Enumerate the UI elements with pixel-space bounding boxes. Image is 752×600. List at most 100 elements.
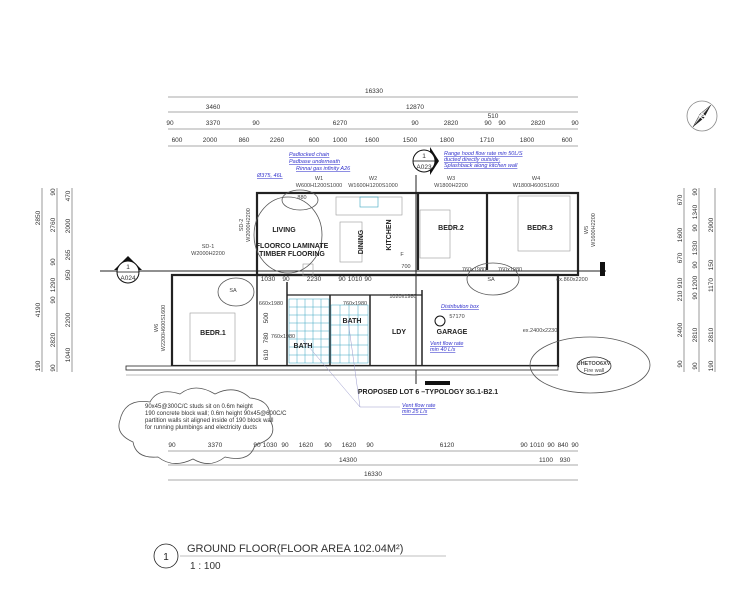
cloud-note-4: for running plumbings and electricity du… xyxy=(145,425,257,431)
room-ldy: LDY xyxy=(392,329,406,336)
door-bed2: 760x1980 xyxy=(462,267,486,273)
dimension-label: 90 xyxy=(50,364,57,372)
section-marker-a024: 1 A024 xyxy=(114,256,142,284)
dimension-label: 2810 xyxy=(692,327,699,342)
door-sd1-size: W2000H2200 xyxy=(191,251,225,257)
dimension-label: 90 xyxy=(692,292,699,300)
room-bedr3: BEDR.3 xyxy=(527,225,553,232)
dimension-label: 2400 xyxy=(677,322,684,337)
cloud-note-3: partition walls sit aligned inside of 19… xyxy=(145,418,273,424)
dimension-label: 1800 xyxy=(520,137,535,144)
dimension-label: 150 xyxy=(708,259,715,270)
dimension-label: 910 xyxy=(677,277,684,288)
dimension-label: 90 xyxy=(50,258,57,266)
dimension-label: 1010 xyxy=(348,276,363,283)
section-marker-sheet: A023 xyxy=(416,164,432,171)
dim-700: 700 xyxy=(401,264,410,270)
dimension-label: 90 xyxy=(364,276,372,283)
dimension-label: 90 xyxy=(484,120,492,127)
dimension-label: 90 xyxy=(281,442,289,449)
dimension-label: 90 xyxy=(252,120,260,127)
dimension-label: 190 xyxy=(708,360,715,371)
dimension-label: 1030 xyxy=(261,276,276,283)
revision-clouds xyxy=(118,189,651,464)
dimension-label: 1800 xyxy=(440,137,455,144)
dimension-label: 190 xyxy=(35,360,42,371)
wet-area-tiles xyxy=(288,298,369,364)
dimension-label: 1620 xyxy=(299,442,314,449)
smoke-alarm-2: SA xyxy=(487,277,495,283)
door-sd2-size: W2000H2200 xyxy=(246,208,252,242)
dimension-label: 3370 xyxy=(208,442,223,449)
note-range-hood-3: Splashback along kitchen wall xyxy=(444,163,518,169)
window-w3-name: W3 xyxy=(447,176,455,182)
dimension-label: 1170 xyxy=(708,278,715,292)
dimension-label: 2820 xyxy=(444,120,459,127)
north-arrow: N xyxy=(686,100,718,132)
fire-wall-label: Fire wall xyxy=(584,368,604,374)
fire-wall-tag xyxy=(576,356,612,376)
note-gas-size: Ø375, 46L xyxy=(256,173,283,179)
cloud-note-1: 90x45@300C/C studs sit on 0.6m height xyxy=(145,404,253,410)
dimension-label: 2200 xyxy=(65,312,72,327)
dimension-label: 1620 xyxy=(342,442,357,449)
dimension-label: 2810 xyxy=(708,327,715,342)
lot-label: PROPOSED LOT 6 –TYPOLOGY 3G.1-B2.1 xyxy=(358,389,498,396)
dimension-label: 16330 xyxy=(365,88,383,95)
dimension-label: 610 xyxy=(263,349,270,360)
dimension-label: 90 xyxy=(50,296,57,304)
flooring-note-2: TIMBER FLOORING xyxy=(259,251,325,258)
room-labels: LIVING FLOORCO LAMINATE TIMBER FLOORING … xyxy=(200,219,553,396)
dimension-label: 1500 xyxy=(403,137,418,144)
dimension-label: 90 xyxy=(282,276,290,283)
dimension-label: 3370 xyxy=(206,120,221,127)
dimension-label: 600 xyxy=(309,137,320,144)
smoke-alarm-1: SA xyxy=(229,288,237,294)
dimension-label: 1340 xyxy=(692,204,699,219)
dimension-label: 860 xyxy=(239,137,250,144)
dimension-label: 1330 xyxy=(692,240,699,255)
note-padbase: Padbase underneath xyxy=(289,159,340,165)
dimension-label: 1200 xyxy=(692,275,699,290)
dimension-label: 90 xyxy=(166,120,174,127)
dimension-label: 600 xyxy=(562,137,573,144)
dimension-label: 90 xyxy=(692,362,699,370)
room-kitchen: KITCHEN xyxy=(386,219,393,250)
dimension-label: 950 xyxy=(65,269,72,280)
note-range-hood-2: ducted directly outside; xyxy=(444,157,501,163)
dimension-label: 90 xyxy=(692,188,699,196)
dimension-label: 1600 xyxy=(677,227,684,242)
dimension-label: 90 xyxy=(571,442,579,449)
door-garage: ex.2400x2230 xyxy=(523,328,558,334)
drawing-title: GROUND FLOOR(FLOOR AREA 102.04M²) xyxy=(187,543,403,555)
window-w6-size: W2200H600S1600 xyxy=(161,305,167,351)
dimension-label: 90 xyxy=(366,442,374,449)
door-bed3: 760x1980 xyxy=(498,267,522,273)
building-walls xyxy=(125,191,580,376)
room-bath-2: BATH xyxy=(343,318,362,325)
window-w4-name: W4 xyxy=(532,176,540,182)
note-vent-ldy-2: min 40 L/s xyxy=(430,347,456,353)
dimension-label: 2230 xyxy=(307,276,322,283)
dimension-label: 90 xyxy=(692,224,699,232)
room-dining: DINING xyxy=(358,229,365,254)
section-marker-number: 1 xyxy=(126,264,130,271)
room-bedr1: BEDR.1 xyxy=(200,330,226,337)
fridge-label: F xyxy=(400,252,404,258)
dimension-label: 1100 xyxy=(539,457,553,464)
dimension-label: 6120 xyxy=(440,442,455,449)
flooring-note-1: FLOORCO LAMINATE xyxy=(256,243,329,250)
section-marker-number: 1 xyxy=(422,153,426,160)
dimension-label: 3460 xyxy=(206,104,221,111)
dimension-label: 14300 xyxy=(339,457,357,464)
dimension-label: 90 xyxy=(168,442,176,449)
fire-wall-code: JHETOO6XV xyxy=(578,361,611,367)
dimension-label: 2000 xyxy=(203,137,218,144)
dimension-label: 90 xyxy=(677,360,684,368)
dimension-label: 1000 xyxy=(333,137,348,144)
dimension-label: 2900 xyxy=(708,217,715,232)
drawing-title-block: 1 GROUND FLOOR(FLOOR AREA 102.04M²) 1 : … xyxy=(153,543,446,572)
door-bath-b: 760x1980 xyxy=(271,334,295,340)
dimension-label: 90 xyxy=(50,188,57,196)
